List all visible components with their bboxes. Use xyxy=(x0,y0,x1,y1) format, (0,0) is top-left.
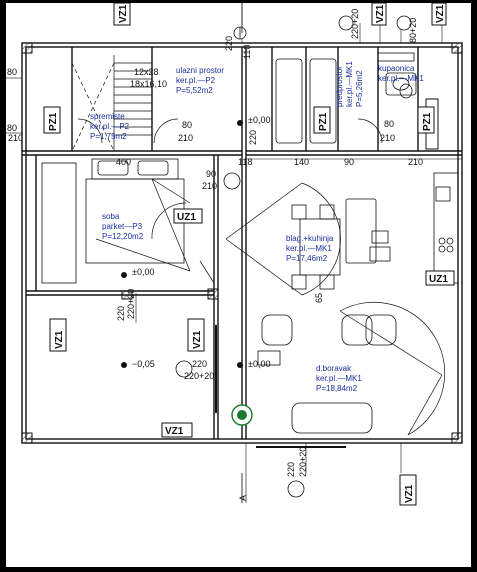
dim-400: 400 xyxy=(116,157,131,167)
level-label-3: −0,05 xyxy=(132,359,155,369)
dim-220-mid: 220 xyxy=(248,130,258,145)
bathroom-fixtures xyxy=(275,52,417,144)
room-area-predprostor: P=5,26m2 xyxy=(355,70,364,107)
dim-220-base: 220 xyxy=(286,462,296,477)
tag-vz1-top-right: VZ1 xyxy=(435,4,446,23)
room-area-ulazni: P=5,52m2 xyxy=(176,86,213,95)
level-markers xyxy=(121,120,243,368)
dim-80-20-top: 80+20 xyxy=(408,18,418,43)
dim-220-soba-door: 220 xyxy=(116,306,126,321)
dim-220-20-base: 220+20 xyxy=(298,447,308,477)
tag-pz1-left: PZ1 xyxy=(48,112,59,131)
room-area-blagovaona: P=17,46m2 xyxy=(286,254,328,263)
dim-80-left-bottom: 80 xyxy=(7,123,17,133)
dimension-numbers: 80 80 210 80 210 80 210 400 90 210 118 1… xyxy=(7,9,423,477)
room-area-boravak: P=18,84m2 xyxy=(316,384,358,393)
section-mark: A xyxy=(238,495,248,501)
tag-labels: VZ1 VZ1 VZ1 PZ1 PZ1 PZ1 UZ1 UZ1 VZ1 VZ1 … xyxy=(48,4,448,503)
level-label-1: ±0,00 xyxy=(248,115,270,125)
room-name-predprostor: predprostor xyxy=(335,66,344,107)
floor-plan: ulazni prostor ker.pl.—P2 P=5,52m2 sprem… xyxy=(6,3,463,506)
room-area-soba: P=12,20m2 xyxy=(102,232,144,241)
dim-220-20-top: 220+20 xyxy=(350,9,360,39)
room-name-spremiste: spremiste xyxy=(90,112,125,121)
dim-220-bottom: 220 xyxy=(192,359,207,369)
dim-80-kup: 80 xyxy=(384,119,394,129)
tag-vz1-mid: VZ1 xyxy=(192,330,203,349)
dimension-lines xyxy=(6,3,462,503)
tag-vz1-bottom: VZ1 xyxy=(165,426,184,437)
room-floor-blagovaona: ker.pl.—MK1 xyxy=(286,244,332,253)
stair-label: 12x28 xyxy=(134,67,159,77)
room-labels: ulazni prostor ker.pl.—P2 P=5,52m2 sprem… xyxy=(90,61,424,393)
tag-pz1-right: PZ1 xyxy=(422,112,433,131)
tag-vz1-left: VZ1 xyxy=(54,330,65,349)
tag-uz1-left: UZ1 xyxy=(177,212,196,223)
room-floor-ulazni: ker.pl.—P2 xyxy=(176,76,216,85)
tag-vz1-bottom-right: VZ1 xyxy=(404,484,415,503)
room-floor-predprostor: ker.pl.—MK1 xyxy=(345,61,354,107)
dim-140: 140 xyxy=(294,157,309,167)
room-name-ulazni: ulazni prostor xyxy=(176,66,224,75)
dim-220-20-soba: 220+20 xyxy=(126,289,136,319)
column-markers xyxy=(175,15,412,498)
room-name-kupaonica: kupaonica xyxy=(378,64,415,73)
dim-210-ulazni: 210 xyxy=(178,133,193,143)
dim-118: 118 xyxy=(238,157,252,167)
room-name-soba: soba xyxy=(102,212,120,221)
room-floor-boravak: ker.pl.—MK1 xyxy=(316,374,362,383)
tag-vz1-top-mid: VZ1 xyxy=(375,4,386,23)
dim-210-right: 210 xyxy=(408,157,423,167)
bed xyxy=(41,158,185,284)
dim-80-ulazni: 80 xyxy=(182,120,192,130)
staircase xyxy=(71,55,152,152)
door-swings xyxy=(77,118,446,448)
tag-pz1-mid: PZ1 xyxy=(318,112,329,131)
dim-220-top: 220 xyxy=(224,36,234,51)
dim-90: 90 xyxy=(344,157,354,167)
drain-icon xyxy=(231,404,253,426)
level-label-4: ±0,00 xyxy=(248,359,270,369)
room-floor-kupaonica: ker.pl.—MK1 xyxy=(378,74,424,83)
dim-210-left: 210 xyxy=(8,133,23,143)
tag-uz1-right: UZ1 xyxy=(429,274,448,285)
dim-80-left-top: 80 xyxy=(7,67,17,77)
room-floor-soba: parket—P3 xyxy=(102,222,143,231)
dim-65: 65 xyxy=(314,293,324,303)
stair-sublabel: 18x16,10 xyxy=(130,79,167,89)
living-room-furniture xyxy=(257,314,397,434)
dim-90-soba: 90 xyxy=(206,169,216,179)
wall-columns xyxy=(21,42,463,444)
tag-boxes xyxy=(43,3,455,506)
dim-220-20-bottom: 220+20 xyxy=(184,371,214,381)
room-area-spremiste: P=1,75m2 xyxy=(90,132,127,141)
tag-vz1-top-left: VZ1 xyxy=(118,4,129,23)
room-name-boravak: d.boravak xyxy=(316,364,352,373)
drawing-sheet: ulazni prostor ker.pl.—P2 P=5,52m2 sprem… xyxy=(6,3,471,567)
room-name-blagovaona: blag.+kuhinja xyxy=(286,234,334,243)
walls xyxy=(21,42,463,444)
dim-210-soba: 210 xyxy=(202,181,217,191)
level-label-2: ±0,00 xyxy=(132,267,154,277)
dim-110-top: 110 xyxy=(242,45,252,59)
room-floor-spremiste: ker.pl.—P2 xyxy=(90,122,130,131)
dim-210-kup: 210 xyxy=(380,133,395,143)
